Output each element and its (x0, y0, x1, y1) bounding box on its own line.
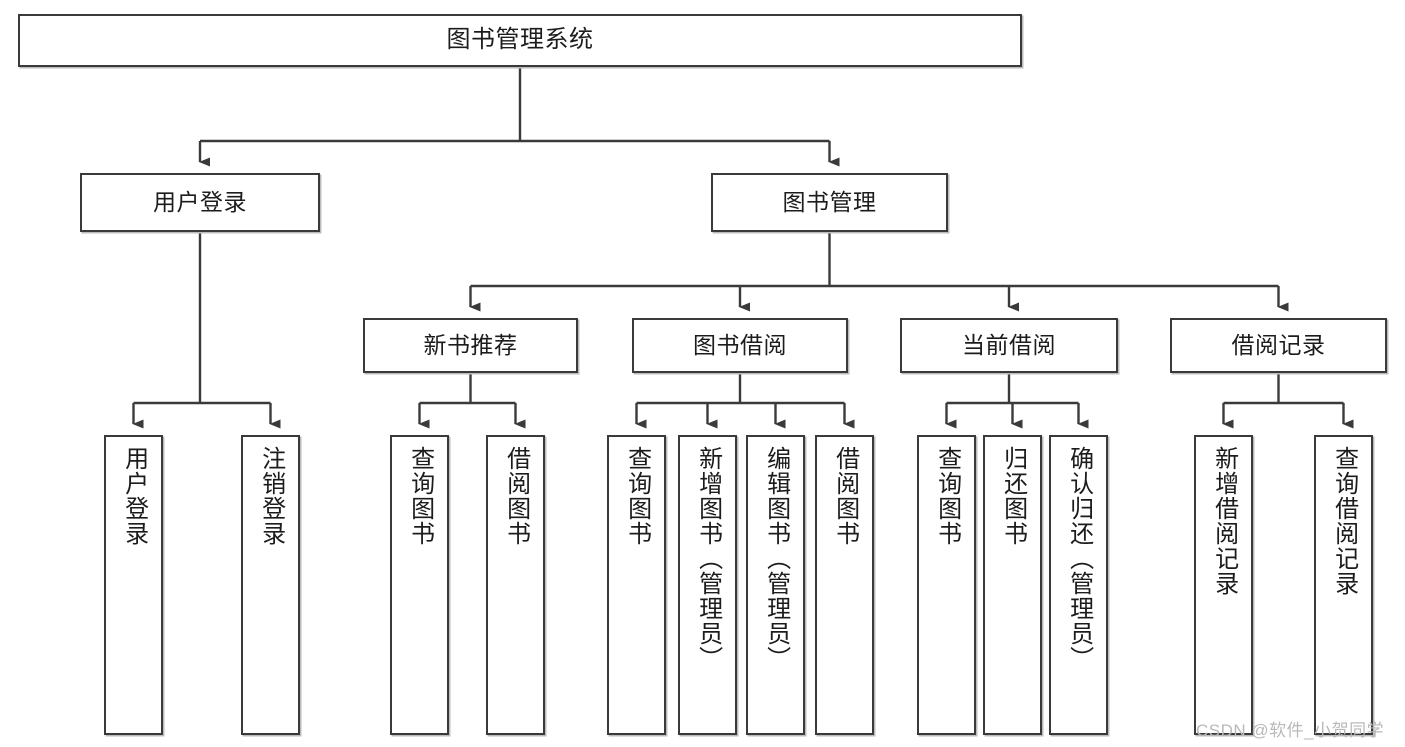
node-bookmgmt[interactable]: 图书管理 (711, 173, 948, 232)
node-current[interactable]: 当前借阅 (900, 318, 1118, 373)
node-l-logout[interactable]: 注销登录 (241, 435, 300, 735)
node-l-addrec[interactable]: 新增借阅记录 (1194, 435, 1253, 735)
node-l-login[interactable]: 用户登录 (104, 435, 163, 735)
node-label: 新书推荐 (423, 331, 518, 358)
node-l-query1[interactable]: 查询图书 (390, 435, 449, 735)
node-label: 用户登录 (153, 188, 247, 215)
node-label: 借阅记录 (1231, 331, 1326, 358)
node-label: 编辑图书（管理员） (762, 446, 790, 671)
node-l-borrow2[interactable]: 借阅图书 (815, 435, 874, 735)
node-label: 归还图书 (999, 446, 1027, 546)
node-label: 查询图书 (623, 446, 651, 546)
node-l-confirm[interactable]: 确认归还（管理员） (1049, 435, 1108, 735)
node-l-add[interactable]: 新增图书（管理员） (678, 435, 737, 735)
node-newbook[interactable]: 新书推荐 (363, 318, 578, 373)
node-label: 用户登录 (120, 446, 148, 546)
node-label: 查询借阅记录 (1330, 446, 1358, 596)
node-l-return[interactable]: 归还图书 (983, 435, 1042, 735)
node-label: 注销登录 (257, 446, 285, 546)
node-root[interactable]: 图书管理系统 (18, 14, 1022, 67)
node-label: 图书管理 (782, 188, 877, 215)
node-borrow[interactable]: 图书借阅 (632, 318, 848, 373)
node-label: 借阅图书 (502, 446, 530, 546)
node-l-borrow1[interactable]: 借阅图书 (486, 435, 545, 735)
node-label: 新增图书（管理员） (694, 446, 722, 671)
node-label: 查询图书 (933, 446, 961, 546)
node-label: 借阅图书 (831, 446, 859, 546)
node-label: 确认归还（管理员） (1065, 446, 1093, 671)
node-label: 当前借阅 (962, 331, 1056, 358)
node-l-queryrec[interactable]: 查询借阅记录 (1314, 435, 1373, 735)
node-login[interactable]: 用户登录 (80, 173, 320, 232)
node-label: 新增借阅记录 (1210, 446, 1238, 596)
node-l-query2[interactable]: 查询图书 (607, 435, 666, 735)
node-l-query3[interactable]: 查询图书 (917, 435, 976, 735)
node-records[interactable]: 借阅记录 (1170, 318, 1387, 373)
node-l-edit[interactable]: 编辑图书（管理员） (746, 435, 805, 735)
node-label: 查询图书 (406, 446, 434, 546)
csdn-watermark: CSDN @软件_小贺同学 (1196, 721, 1385, 740)
node-label: 图书管理系统 (446, 26, 594, 54)
node-label: 图书借阅 (693, 331, 787, 358)
